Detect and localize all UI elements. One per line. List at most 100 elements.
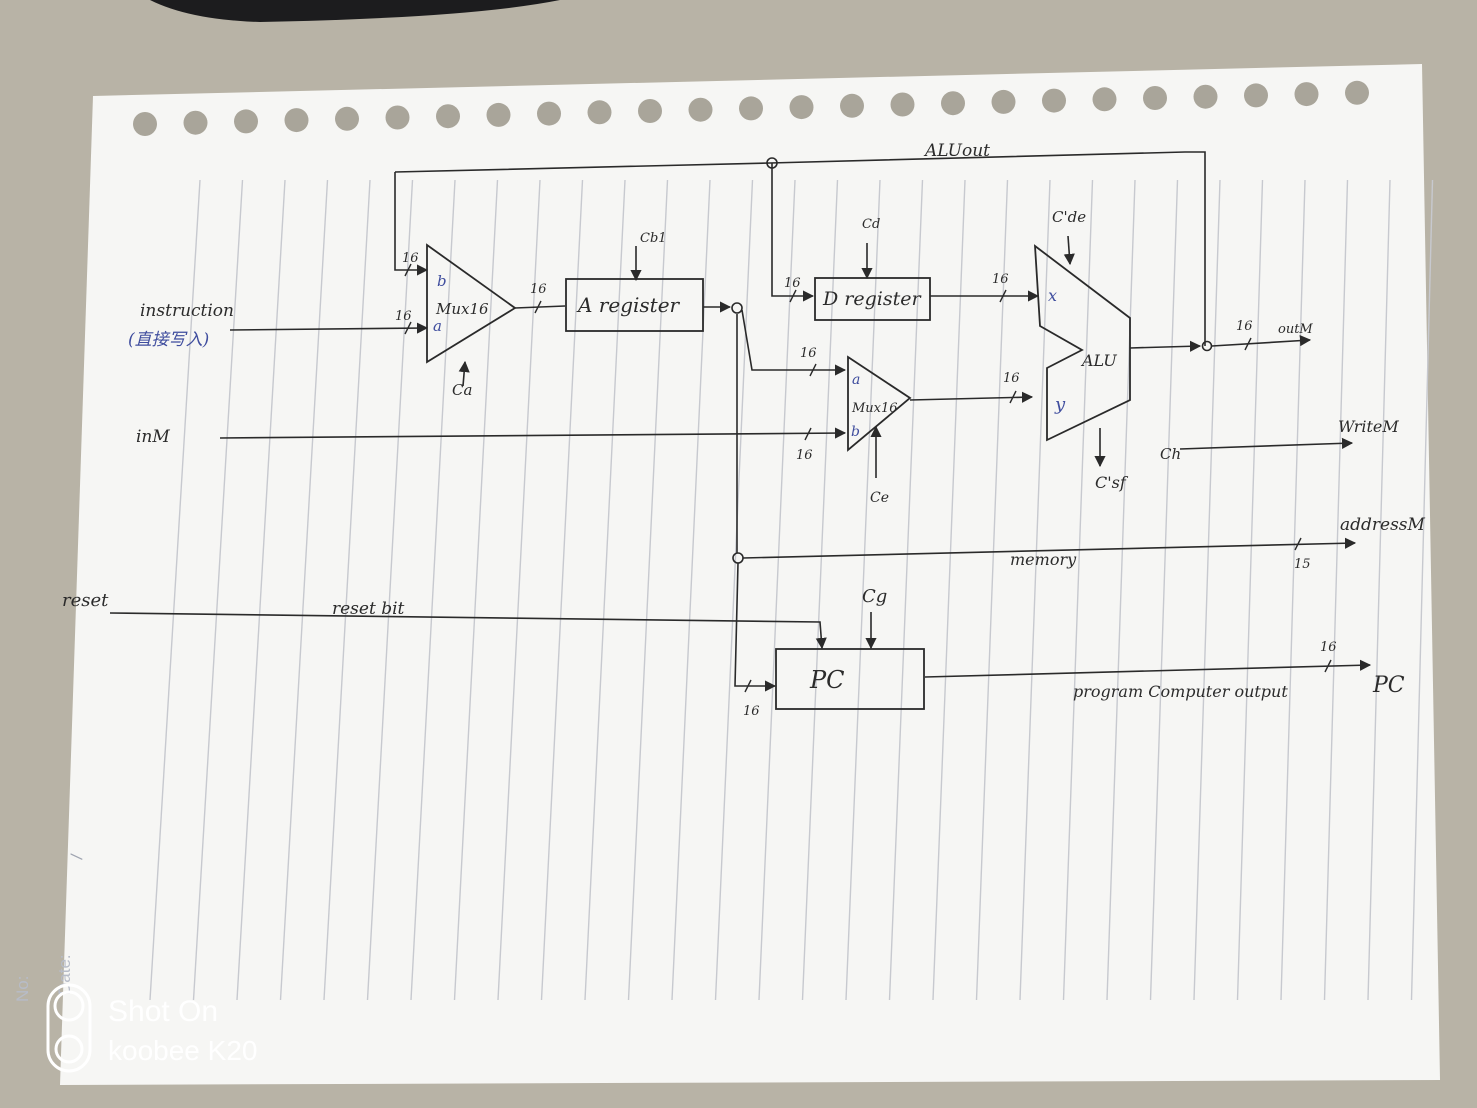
ruled-line <box>1367 179 1391 1001</box>
ruled-line <box>584 179 626 1001</box>
binder-hole <box>688 97 713 122</box>
aluout-label: ALUout <box>923 141 990 161</box>
binder-hole <box>739 96 763 121</box>
margin-no-label: No: <box>13 976 32 1002</box>
pc-block-label: PC <box>809 666 845 694</box>
width-mux2-b: 16 <box>796 448 813 463</box>
mux16-a-port-b: b <box>437 272 447 290</box>
width-mux2-a: 16 <box>800 346 817 361</box>
width-alu-y: 16 <box>1003 371 1020 386</box>
instruction-label: instruction <box>140 301 234 321</box>
binder-hole <box>840 93 864 118</box>
binder-hole <box>234 109 258 134</box>
binder-hole <box>183 110 208 135</box>
mux16-a-control: Ca <box>452 381 472 399</box>
pc-output-label: PC <box>1372 673 1405 698</box>
alu-control-top: C'de <box>1052 208 1086 226</box>
reset-bit-label: reset bit <box>332 599 405 619</box>
binder-hole <box>537 101 561 126</box>
binder-hole <box>335 106 359 131</box>
alu-control-bottom: C'sf <box>1095 473 1129 492</box>
ruled-line <box>1019 179 1051 1001</box>
d-register-label: D register <box>822 288 922 310</box>
ruled-line <box>540 179 584 1001</box>
alu-port-x: x <box>1048 286 1057 305</box>
ruled-line <box>279 179 329 1001</box>
binder-hole <box>1193 84 1218 109</box>
writem-control: Ch <box>1160 445 1181 463</box>
writem-label: WriteM <box>1338 417 1399 436</box>
alu-port-y: y <box>1054 394 1066 415</box>
program-output-label: program Computer output <box>1073 682 1288 701</box>
ruled-line <box>497 179 541 1001</box>
ruled-line <box>1106 179 1136 1001</box>
pc-block <box>775 648 925 710</box>
ruled-line <box>888 179 924 1001</box>
ruled-line <box>932 179 966 1001</box>
binder-hole <box>1294 82 1319 107</box>
ruled-line <box>236 179 286 1001</box>
width-pc-in: 16 <box>743 704 760 719</box>
dark-device-edge <box>150 0 560 22</box>
pc-control: Cg <box>862 586 887 607</box>
ruled-line <box>1410 179 1434 1001</box>
ruled-line <box>453 179 499 1001</box>
alu-block <box>1033 244 1131 442</box>
binder-hole <box>284 108 309 133</box>
ruled-line <box>1280 179 1306 1001</box>
binder-hole <box>1345 80 1369 105</box>
ruled-line <box>410 179 456 1001</box>
ruled-line <box>192 179 244 1001</box>
d-register-block <box>814 277 931 321</box>
inm-label: inM <box>136 427 170 447</box>
binder-hole <box>789 95 814 120</box>
width-mux-a: 16 <box>395 309 412 324</box>
ruled-lines <box>149 179 1434 1001</box>
binder-holes <box>133 80 1369 136</box>
watermark-line1: Shot On <box>108 995 218 1028</box>
mux16-b-label: Mux16 <box>851 401 898 416</box>
instruction-note: (直接写入) <box>128 330 209 350</box>
width-alu-x: 16 <box>992 272 1009 287</box>
addressm-label: addressM <box>1340 515 1426 535</box>
ruled-line <box>1193 179 1221 1001</box>
mux16-b-port-a: a <box>852 372 860 388</box>
binder-hole <box>133 112 157 136</box>
width-out-m: 16 <box>1236 319 1253 334</box>
ruled-line <box>1062 179 1094 1001</box>
ruled-line <box>1236 179 1264 1001</box>
ruled-line <box>366 179 414 1001</box>
mux16-a-symbol <box>426 243 517 364</box>
watermark-line2: koobee K20 <box>108 1035 257 1066</box>
binder-hole <box>1143 86 1167 110</box>
width-d-reg: 16 <box>784 276 801 291</box>
width-pc-out: 16 <box>1320 640 1337 655</box>
binder-hole <box>436 104 460 129</box>
a-register-control: Cb1 <box>640 231 667 246</box>
binder-hole <box>638 99 662 123</box>
ruled-line <box>1149 179 1179 1001</box>
binder-hole <box>890 92 915 117</box>
shutter-icon <box>53 990 85 1022</box>
ruled-line <box>975 179 1009 1001</box>
alu-label: ALU <box>1080 351 1117 370</box>
mux16-a-label: Mux16 <box>435 300 489 318</box>
width-address: 15 <box>1294 557 1311 572</box>
width-mux-b: 16 <box>402 251 419 266</box>
circuit-wires <box>109 151 1372 693</box>
d-register-control: Cd <box>862 217 880 232</box>
mux16-b-control: Ce <box>870 490 889 506</box>
binder-hole <box>1042 88 1066 113</box>
camera-watermark: Shot On koobee K20 <box>46 983 257 1073</box>
ruled-line <box>758 179 796 1001</box>
binder-hole <box>486 102 511 127</box>
ruled-line <box>627 179 669 1001</box>
binder-hole <box>991 89 1016 114</box>
a-register-label: A register <box>576 293 681 317</box>
ruled-line <box>714 179 754 1001</box>
reset-label: reset <box>62 590 109 611</box>
ruled-line <box>801 179 839 1001</box>
memory-label: memory <box>1010 550 1077 569</box>
width-a-reg: 16 <box>530 282 547 297</box>
